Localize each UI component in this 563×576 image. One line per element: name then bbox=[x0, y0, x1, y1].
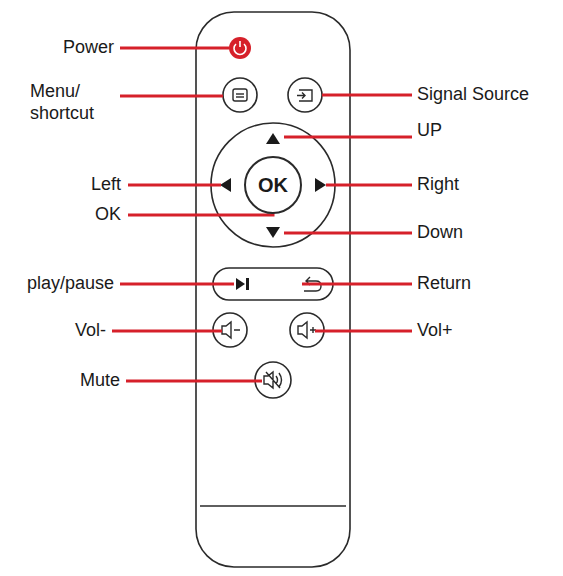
leader-lines bbox=[112, 48, 412, 381]
button-text: OK bbox=[258, 174, 288, 197]
callout-label: Mute bbox=[80, 370, 120, 392]
nav-ring bbox=[211, 123, 335, 247]
callout-label: Return bbox=[417, 273, 471, 295]
body-seam bbox=[200, 505, 346, 507]
callout-label: UP bbox=[417, 120, 442, 142]
callout-label: play/pause bbox=[27, 273, 114, 295]
ok-button: OK bbox=[244, 156, 302, 214]
callout-label: Right bbox=[417, 174, 459, 196]
button-icons bbox=[222, 89, 321, 388]
callout-label: Vol- bbox=[75, 320, 106, 342]
power-button bbox=[229, 37, 251, 59]
callout-label: Menu/ shortcut bbox=[30, 81, 112, 124]
callout-label: Vol+ bbox=[417, 320, 453, 342]
callout-label: Power bbox=[63, 37, 114, 59]
callout-label: Down bbox=[417, 222, 463, 244]
menu-button bbox=[223, 78, 257, 112]
source-button bbox=[288, 78, 322, 112]
power-icon bbox=[234, 41, 246, 54]
callout-label: Left bbox=[91, 174, 121, 196]
arrow-icons bbox=[220, 133, 326, 290]
callout-label: Signal Source bbox=[417, 84, 529, 106]
callout-label: OK bbox=[95, 204, 121, 226]
